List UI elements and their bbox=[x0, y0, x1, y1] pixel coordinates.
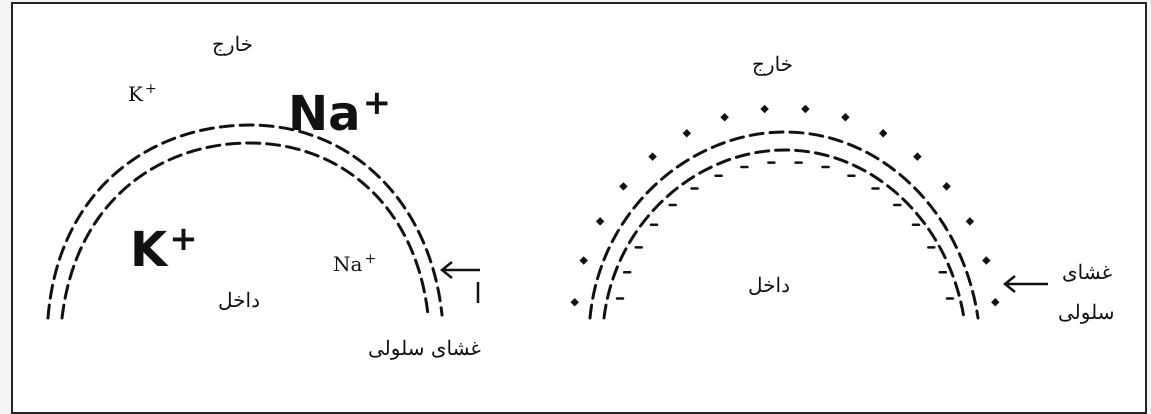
positive-charge-dot bbox=[579, 256, 588, 265]
left-membrane-outer-line bbox=[46, 123, 444, 320]
left-membrane-label: غشای سلولی bbox=[368, 336, 481, 360]
positive-charge-dot bbox=[878, 129, 888, 138]
figure-frame bbox=[11, 2, 1147, 414]
right-inside-label: داخل bbox=[748, 273, 790, 297]
positive-charges bbox=[570, 104, 1000, 307]
positive-charge-dot bbox=[595, 217, 605, 226]
membrane-diagram bbox=[46, 104, 1048, 320]
positive-charge-dot bbox=[619, 182, 628, 191]
right-membrane-outer-line bbox=[588, 130, 980, 320]
positive-charge-dot bbox=[648, 152, 657, 161]
positive-charge-dot bbox=[570, 297, 579, 307]
positive-charge-dot bbox=[991, 297, 1000, 307]
left-outside-label: خارج bbox=[212, 32, 254, 56]
negative-charges bbox=[615, 161, 955, 300]
right-membrane-arrow bbox=[1002, 275, 1048, 293]
positive-charge-dot bbox=[720, 112, 729, 122]
right-membrane-inner-line bbox=[602, 148, 966, 320]
left-inside-na-ion: Na+ bbox=[333, 251, 377, 276]
positive-charge-dot bbox=[801, 104, 810, 114]
right-membrane-label-line1: غشای bbox=[1062, 260, 1113, 284]
figure-stage: خارج K+ Na+ K+ Na+ داخل غشای سلولی خارج … bbox=[11, 2, 1147, 414]
positive-charge-dot bbox=[942, 182, 951, 191]
left-inside-k-ion: K+ bbox=[130, 219, 198, 278]
left-inside-label: داخل bbox=[218, 288, 260, 312]
positive-charge-dot bbox=[682, 129, 692, 138]
left-outside-na-ion: Na+ bbox=[288, 83, 392, 142]
positive-charge-dot bbox=[913, 152, 922, 161]
right-outside-label: خارج bbox=[752, 52, 794, 76]
left-outside-k-ion: K+ bbox=[128, 81, 157, 106]
left-membrane-inner-line bbox=[60, 141, 430, 320]
positive-charge-dot bbox=[841, 112, 850, 122]
positive-charge-dot bbox=[982, 256, 991, 265]
positive-charge-dot bbox=[760, 104, 769, 114]
left-membrane-arrow bbox=[439, 261, 480, 303]
right-membrane-label-line2: سلولی bbox=[1058, 300, 1115, 324]
positive-charge-dot bbox=[965, 217, 975, 226]
